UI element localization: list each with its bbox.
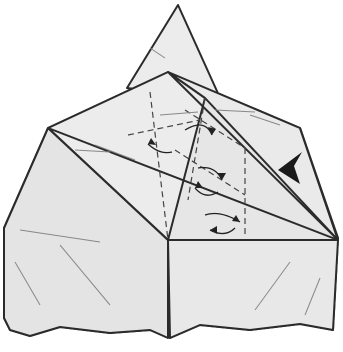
lower-panel-right xyxy=(168,240,338,338)
